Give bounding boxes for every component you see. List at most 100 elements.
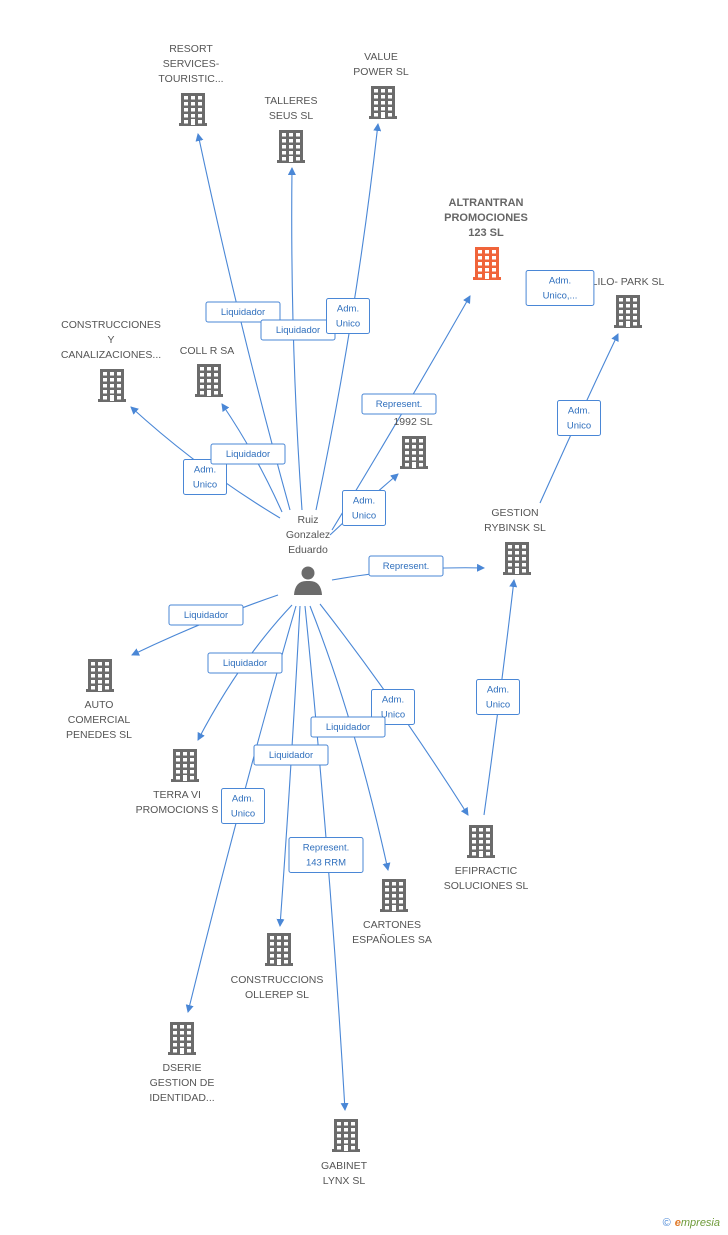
edge-center-ollerep [276, 605, 301, 927]
company-label-ollerep-line: CONSTRUCCIONS [231, 974, 324, 986]
edge-role-tag-cartones[interactable]: Liquidador [310, 716, 386, 738]
brand-name: mpresia [680, 1217, 720, 1229]
edge-role-tag-gabinet-box [288, 837, 364, 873]
company-label-coll: COLL R SA [180, 345, 234, 357]
company-label-efipractic-line: EFIPRACTIC [455, 865, 518, 877]
company-icon-altrantran[interactable] [473, 247, 501, 280]
person-name-line: Eduardo [288, 544, 328, 556]
edge-role-tag-gestion[interactable]: Represent. [368, 555, 444, 577]
edge-role-tag-efipractic-line: Adm. [382, 695, 404, 706]
company-label-terra-line: PROMOCIONS S [136, 804, 219, 816]
edge-role-tag-ollerep-line: Liquidador [269, 750, 313, 761]
company-icon-ollerep[interactable] [265, 933, 293, 966]
person-icon[interactable] [294, 566, 322, 596]
company-label-cartones: CARTONES ESPAÑOLES SA [352, 919, 432, 946]
edge-role-tag-s1992-line: Adm. [353, 496, 375, 507]
edge-role-tag-talleres[interactable]: Liquidador [260, 319, 336, 341]
company-icon-resort[interactable] [179, 93, 207, 126]
edge-role-tag-auto-text: Liquidador [184, 610, 228, 621]
tags-layer: LiquidadorLiquidadorAdm.UnicoRepresent.A… [168, 270, 601, 873]
company-icon-value[interactable] [369, 86, 397, 119]
edge-role-tag-terra-box [207, 652, 283, 674]
edge-role-tag-resort-text: Liquidador [221, 307, 265, 318]
edge-role-tag-coll-box [210, 443, 286, 465]
edge-role-tag-terra-line: Liquidador [223, 658, 267, 669]
edge-role-tag-lilo[interactable]: Adm.Unico [557, 400, 601, 436]
company-label-auto-line: PENEDES SL [66, 729, 132, 741]
edge-role-tag-gestion-box [368, 555, 444, 577]
edge-role-tag-gestion-line: Represent. [383, 561, 429, 572]
edge-role-tag-value-text: Adm.Unico [336, 304, 360, 330]
company-icon-s1992[interactable] [400, 436, 428, 469]
edge-role-tag-s1992-line: Unico [352, 511, 376, 522]
extra-role-tag-lilo[interactable]: Adm.Unico,... [525, 270, 595, 306]
edge-role-tag-ollerep[interactable]: Liquidador [253, 744, 329, 766]
company-label-cartones-line: CARTONES [363, 919, 421, 931]
edge-role-tag-efipractic[interactable]: Adm.Unico [371, 689, 415, 725]
edge-role-tag-gabinet[interactable]: Represent.143 RRM [288, 837, 364, 873]
edge-role-tag-gestion[interactable]: Adm.Unico [476, 679, 520, 715]
company-icon-lilo[interactable] [614, 295, 642, 328]
edge-role-tag-altrantran-line: Represent. [376, 399, 422, 410]
edge-role-tag-efipractic-box [371, 689, 415, 725]
edge-role-tag-value-line: Unico [336, 319, 360, 330]
company-label-value-line: VALUE [364, 51, 398, 63]
company-label-gestion-line: RYBINSK SL [484, 522, 546, 534]
company-icon-terra[interactable] [171, 749, 199, 782]
company-label-value-line: POWER SL [353, 66, 409, 78]
edge-role-tag-resort-box [205, 301, 281, 323]
edge-role-tag-resort[interactable]: Liquidador [205, 301, 281, 323]
edge-role-tag-construcciones_y-line: Unico [193, 480, 217, 491]
edge-role-tag-auto[interactable]: Liquidador [168, 604, 244, 626]
edge-role-tag-value[interactable]: Adm.Unico [326, 298, 370, 334]
edge-center-cartones [309, 605, 391, 871]
company-label-s1992-line: 1992 SL [393, 416, 432, 428]
company-icon-efipractic[interactable] [467, 825, 495, 858]
company-label-auto-line: COMERCIAL [68, 714, 131, 726]
edge-role-tag-lilo-line: Adm. [568, 406, 590, 417]
company-label-cartones-line: ESPAÑOLES SA [352, 933, 432, 946]
company-icon-gabinet[interactable] [332, 1119, 360, 1152]
edge-role-tag-coll[interactable]: Liquidador [210, 443, 286, 465]
company-label-resort-line: SERVICES- [163, 58, 220, 70]
edge-role-tag-altrantran[interactable]: Represent. [361, 393, 437, 415]
company-icon-dserie[interactable] [168, 1022, 196, 1055]
edge-role-tag-cartones-text: Liquidador [326, 722, 370, 733]
copyright-symbol: © [662, 1217, 671, 1229]
edge-role-tag-s1992[interactable]: Adm. Unico [342, 490, 386, 526]
company-label-talleres-line: TALLERES [265, 95, 318, 107]
company-icon-construcciones_y[interactable] [98, 369, 126, 402]
edge-role-tag-value-box [326, 298, 370, 334]
edge-role-tag-dserie-line: Unico [231, 809, 255, 820]
edge-role-tag-s1992-box [342, 490, 386, 526]
edge-role-tag-dserie-line: Adm. [232, 794, 254, 805]
company-label-resort-line: TOURISTIC... [158, 73, 223, 85]
edge-role-tag-dserie[interactable]: Adm. Unico [221, 788, 265, 824]
company-label-dserie-line: IDENTIDAD... [149, 1092, 214, 1104]
company-icon-talleres[interactable] [277, 130, 305, 163]
edge-role-tag-coll-line: Liquidador [226, 449, 270, 460]
empresia-credit: ©empresia [663, 1217, 720, 1229]
edge-role-tag-gestion-box [476, 679, 520, 715]
edge-role-tag-gestion-text: Represent. [383, 561, 429, 572]
edge-role-tag-construcciones_y-line: Adm. [194, 465, 216, 476]
company-icon-auto[interactable] [86, 659, 114, 692]
edge-role-tag-terra[interactable]: Liquidador [207, 652, 283, 674]
edge-role-tag-efipractic-text: Adm.Unico [381, 695, 405, 721]
company-icon-gestion[interactable] [503, 542, 531, 575]
edge-role-tag-gestion-text: Adm.Unico [486, 685, 510, 711]
company-label-s1992: 1992 SL [393, 416, 432, 428]
company-icon-cartones[interactable] [380, 879, 408, 912]
edge-role-tag-construcciones_y[interactable]: Adm. Unico [183, 459, 227, 495]
company-icon-coll[interactable] [195, 364, 223, 397]
company-label-altrantran-line: 123 SL [468, 227, 504, 239]
company-label-gabinet-line: GABINET [321, 1160, 368, 1172]
